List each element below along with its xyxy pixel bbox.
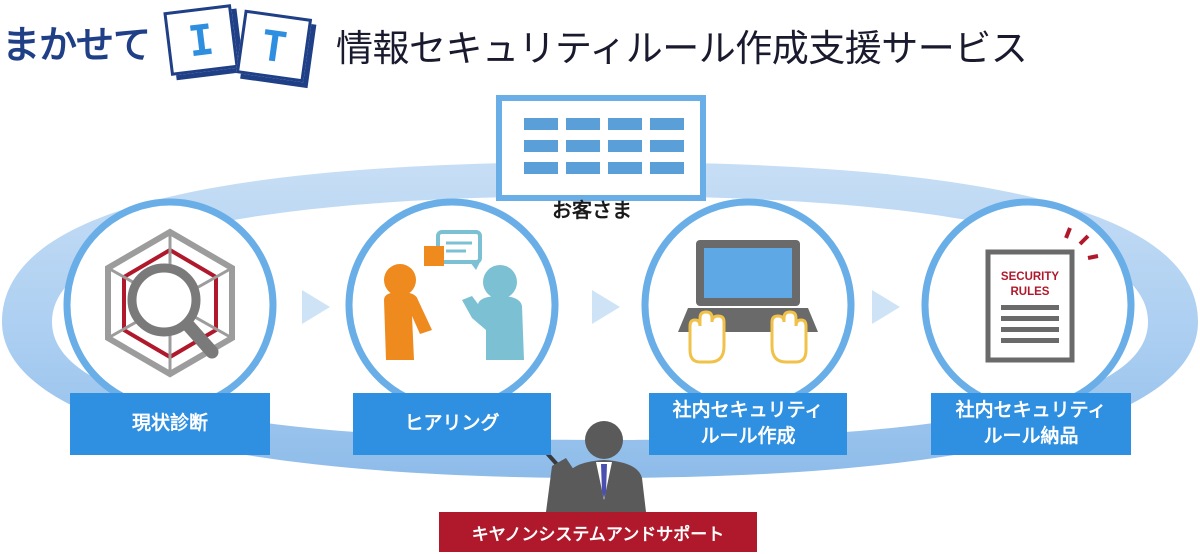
step-label-4: 社内セキュリティ ルール納品 — [931, 393, 1131, 455]
conversation-icon — [384, 230, 524, 360]
document-line-1: SECURITY — [1001, 271, 1059, 283]
vendor-label: キヤノンシステムアンドサポート — [439, 512, 757, 552]
step-arrow-1 — [302, 290, 330, 324]
step-label-3: 社内セキュリティ ルール作成 — [649, 393, 847, 455]
hexagon-magnifier-icon — [105, 228, 235, 378]
security-rules-document-icon: SECURITY RULES — [985, 227, 1099, 363]
customer-label: お客さま — [552, 198, 632, 222]
step-arrow-2 — [592, 290, 620, 324]
step-arrow-3 — [872, 290, 900, 324]
document-line-2: RULES — [1011, 286, 1050, 298]
step-label-2: ヒアリング — [353, 393, 551, 455]
presenter-icon — [526, 421, 646, 512]
building-icon — [496, 95, 706, 201]
service-title: 情報セキュリティルール作成支援サービス — [336, 27, 1028, 70]
laptop-typing-icon — [678, 240, 818, 364]
step-label-1: 現状診断 — [70, 393, 270, 455]
brand-prefix: まかせて — [2, 23, 151, 67]
header: まかせて I T 情報セキュリティルール作成支援サービス — [0, 0, 1200, 95]
